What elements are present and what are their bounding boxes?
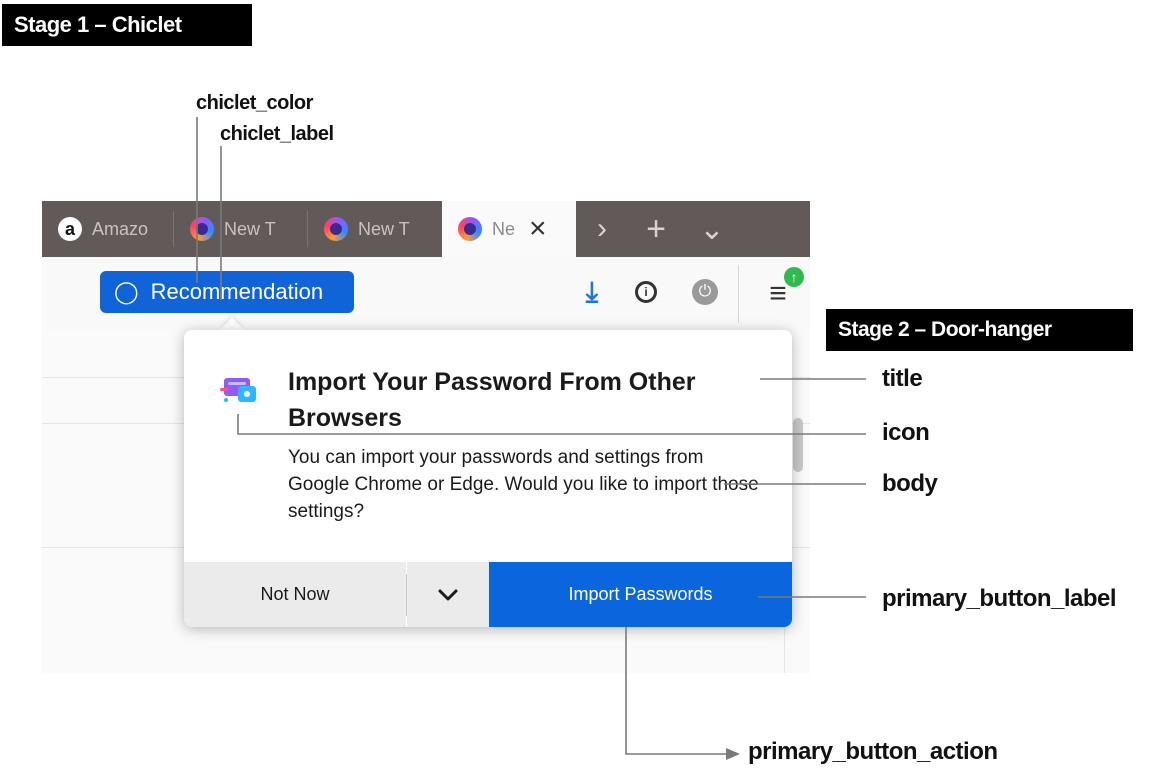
recommendation-chiclet[interactable]: ◯ Recommendation: [100, 271, 354, 313]
tab-active[interactable]: Ne ×: [442, 201, 576, 257]
update-arrow-icon: ↑: [784, 267, 804, 287]
chevron-down-icon: [438, 589, 458, 600]
annotation-chiclet-label: chiclet_label: [220, 123, 334, 145]
more-options-button[interactable]: [407, 562, 489, 627]
download-icon[interactable]: ⤓: [585, 275, 599, 307]
import-passwords-button[interactable]: Import Passwords: [489, 562, 792, 627]
tab-new-tab-2[interactable]: New T: [308, 201, 440, 257]
scroll-tabs-chevron-icon[interactable]: ›: [597, 212, 607, 245]
list-all-tabs-chevron-down-icon[interactable]: ⌄: [699, 212, 725, 246]
annotation-primary-button-action: primary_button_action: [748, 738, 998, 765]
annotation-chiclet-color: chiclet_color: [196, 92, 313, 114]
password-import-icon: [220, 378, 256, 402]
lightbulb-icon: ◯: [114, 279, 139, 304]
doorhanger-footer: Not Now Import Passwords: [184, 562, 792, 627]
chiclet-label: Recommendation: [150, 279, 324, 304]
scrollbar-thumb[interactable]: [793, 418, 803, 472]
close-icon[interactable]: ×: [529, 212, 547, 245]
doorhanger-panel: Import Your Password From Other Browsers…: [184, 330, 792, 627]
annotation-body: body: [882, 470, 938, 497]
tab-strip: a Amazo New T New T Ne × › + ⌄: [42, 201, 810, 257]
annotation-title: title: [882, 365, 923, 392]
navigation-toolbar: ◯ Recommendation ⤓ i ⏻ ≡ ↑: [42, 257, 810, 331]
not-now-button[interactable]: Not Now: [184, 562, 406, 627]
annotation-primary-button-label: primary_button_label: [882, 585, 1117, 612]
menu-icon[interactable]: ≡: [769, 277, 787, 310]
doorhanger-title: Import Your Password From Other Browsers: [288, 368, 696, 432]
stage1-label: Stage 1 – Chiclet: [2, 4, 252, 46]
firefox-icon: [458, 217, 482, 241]
tab-new-tab-1[interactable]: New T: [174, 201, 306, 257]
stage2-label: Stage 2 – Door-hanger: [826, 309, 1133, 351]
tab-label: Amazo: [92, 218, 149, 239]
tab-label: New T: [358, 218, 410, 239]
doorhanger-body: You can import your passwords and settin…: [288, 447, 759, 522]
shield-icon[interactable]: i: [635, 281, 657, 303]
firefox-icon: [190, 217, 214, 241]
tab-label: New T: [224, 218, 276, 239]
firefox-icon: [324, 217, 348, 241]
tab-label: Ne: [492, 218, 516, 239]
power-icon[interactable]: ⏻: [692, 279, 718, 305]
annotation-icon: icon: [882, 419, 930, 446]
new-tab-plus-icon[interactable]: +: [646, 209, 666, 248]
amazon-icon: a: [58, 217, 82, 241]
tab-amazon[interactable]: a Amazo: [42, 201, 172, 257]
